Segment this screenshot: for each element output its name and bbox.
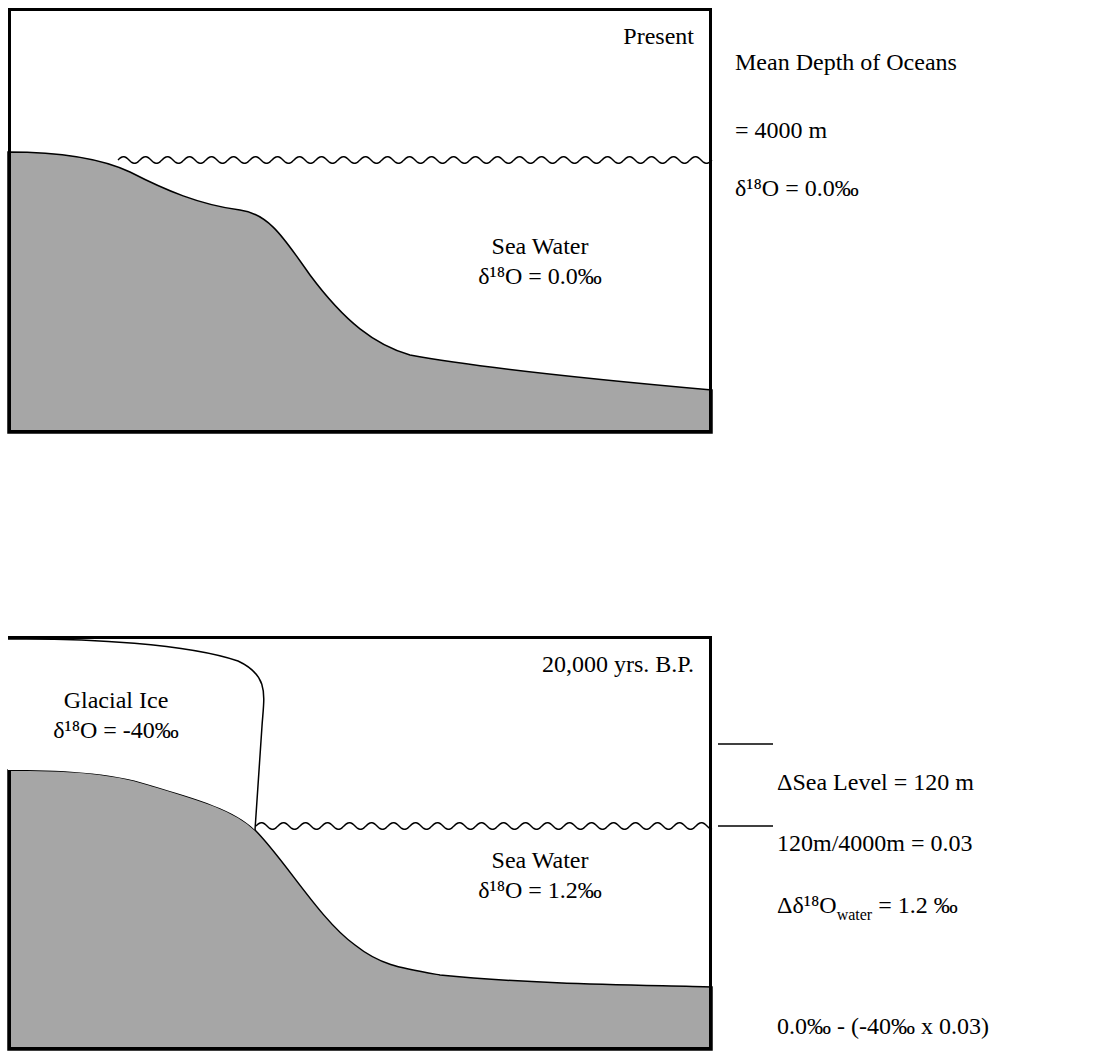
annotation: δ¹⁸O = 1.2‰	[478, 876, 602, 904]
annotation: 120m/4000m = 0.03	[777, 829, 973, 857]
annotation: Sea Water	[492, 846, 589, 874]
panel-frame	[10, 638, 711, 1049]
land	[8, 152, 712, 433]
panel-title: 20,000 yrs. B.P.	[542, 650, 694, 678]
ice-body	[8, 639, 264, 830]
tick-line	[718, 825, 773, 827]
glacial-ice: Glacial Iceδ¹⁸O = -40‰	[8, 636, 270, 836]
annotation: ΔSea Level = 120 m	[777, 768, 974, 796]
annotation: = 4000 m	[735, 116, 827, 144]
sea-surface	[256, 823, 712, 830]
annotation: δ¹⁸O = 0.0‰	[735, 174, 859, 202]
annotation: Sea Water	[492, 232, 589, 260]
ice-label: δ¹⁸O = -40‰	[53, 716, 179, 744]
ice-edge	[8, 639, 264, 830]
land	[8, 770, 712, 1050]
panel-frame	[10, 10, 711, 432]
sea-surface	[118, 157, 712, 164]
time-panel: Present	[8, 8, 712, 433]
annotation: Δδ¹⁸O	[777, 891, 837, 919]
tick-line	[718, 743, 773, 745]
annotation: 0.0‰ - (-40‰ x 0.03)	[777, 1012, 989, 1040]
annotation: = 1.2 ‰	[878, 891, 958, 919]
annotation: Mean Depth of Oceans	[735, 48, 957, 76]
panel-title: Present	[623, 22, 694, 50]
time-panel: 20,000 yrs. B.P. Glacial Iceδ¹⁸O = -40‰	[8, 636, 712, 1050]
annotation: water	[837, 901, 873, 929]
annotation: δ¹⁸O = 0.0‰	[478, 262, 602, 290]
ice-label: Glacial Ice	[64, 686, 169, 714]
